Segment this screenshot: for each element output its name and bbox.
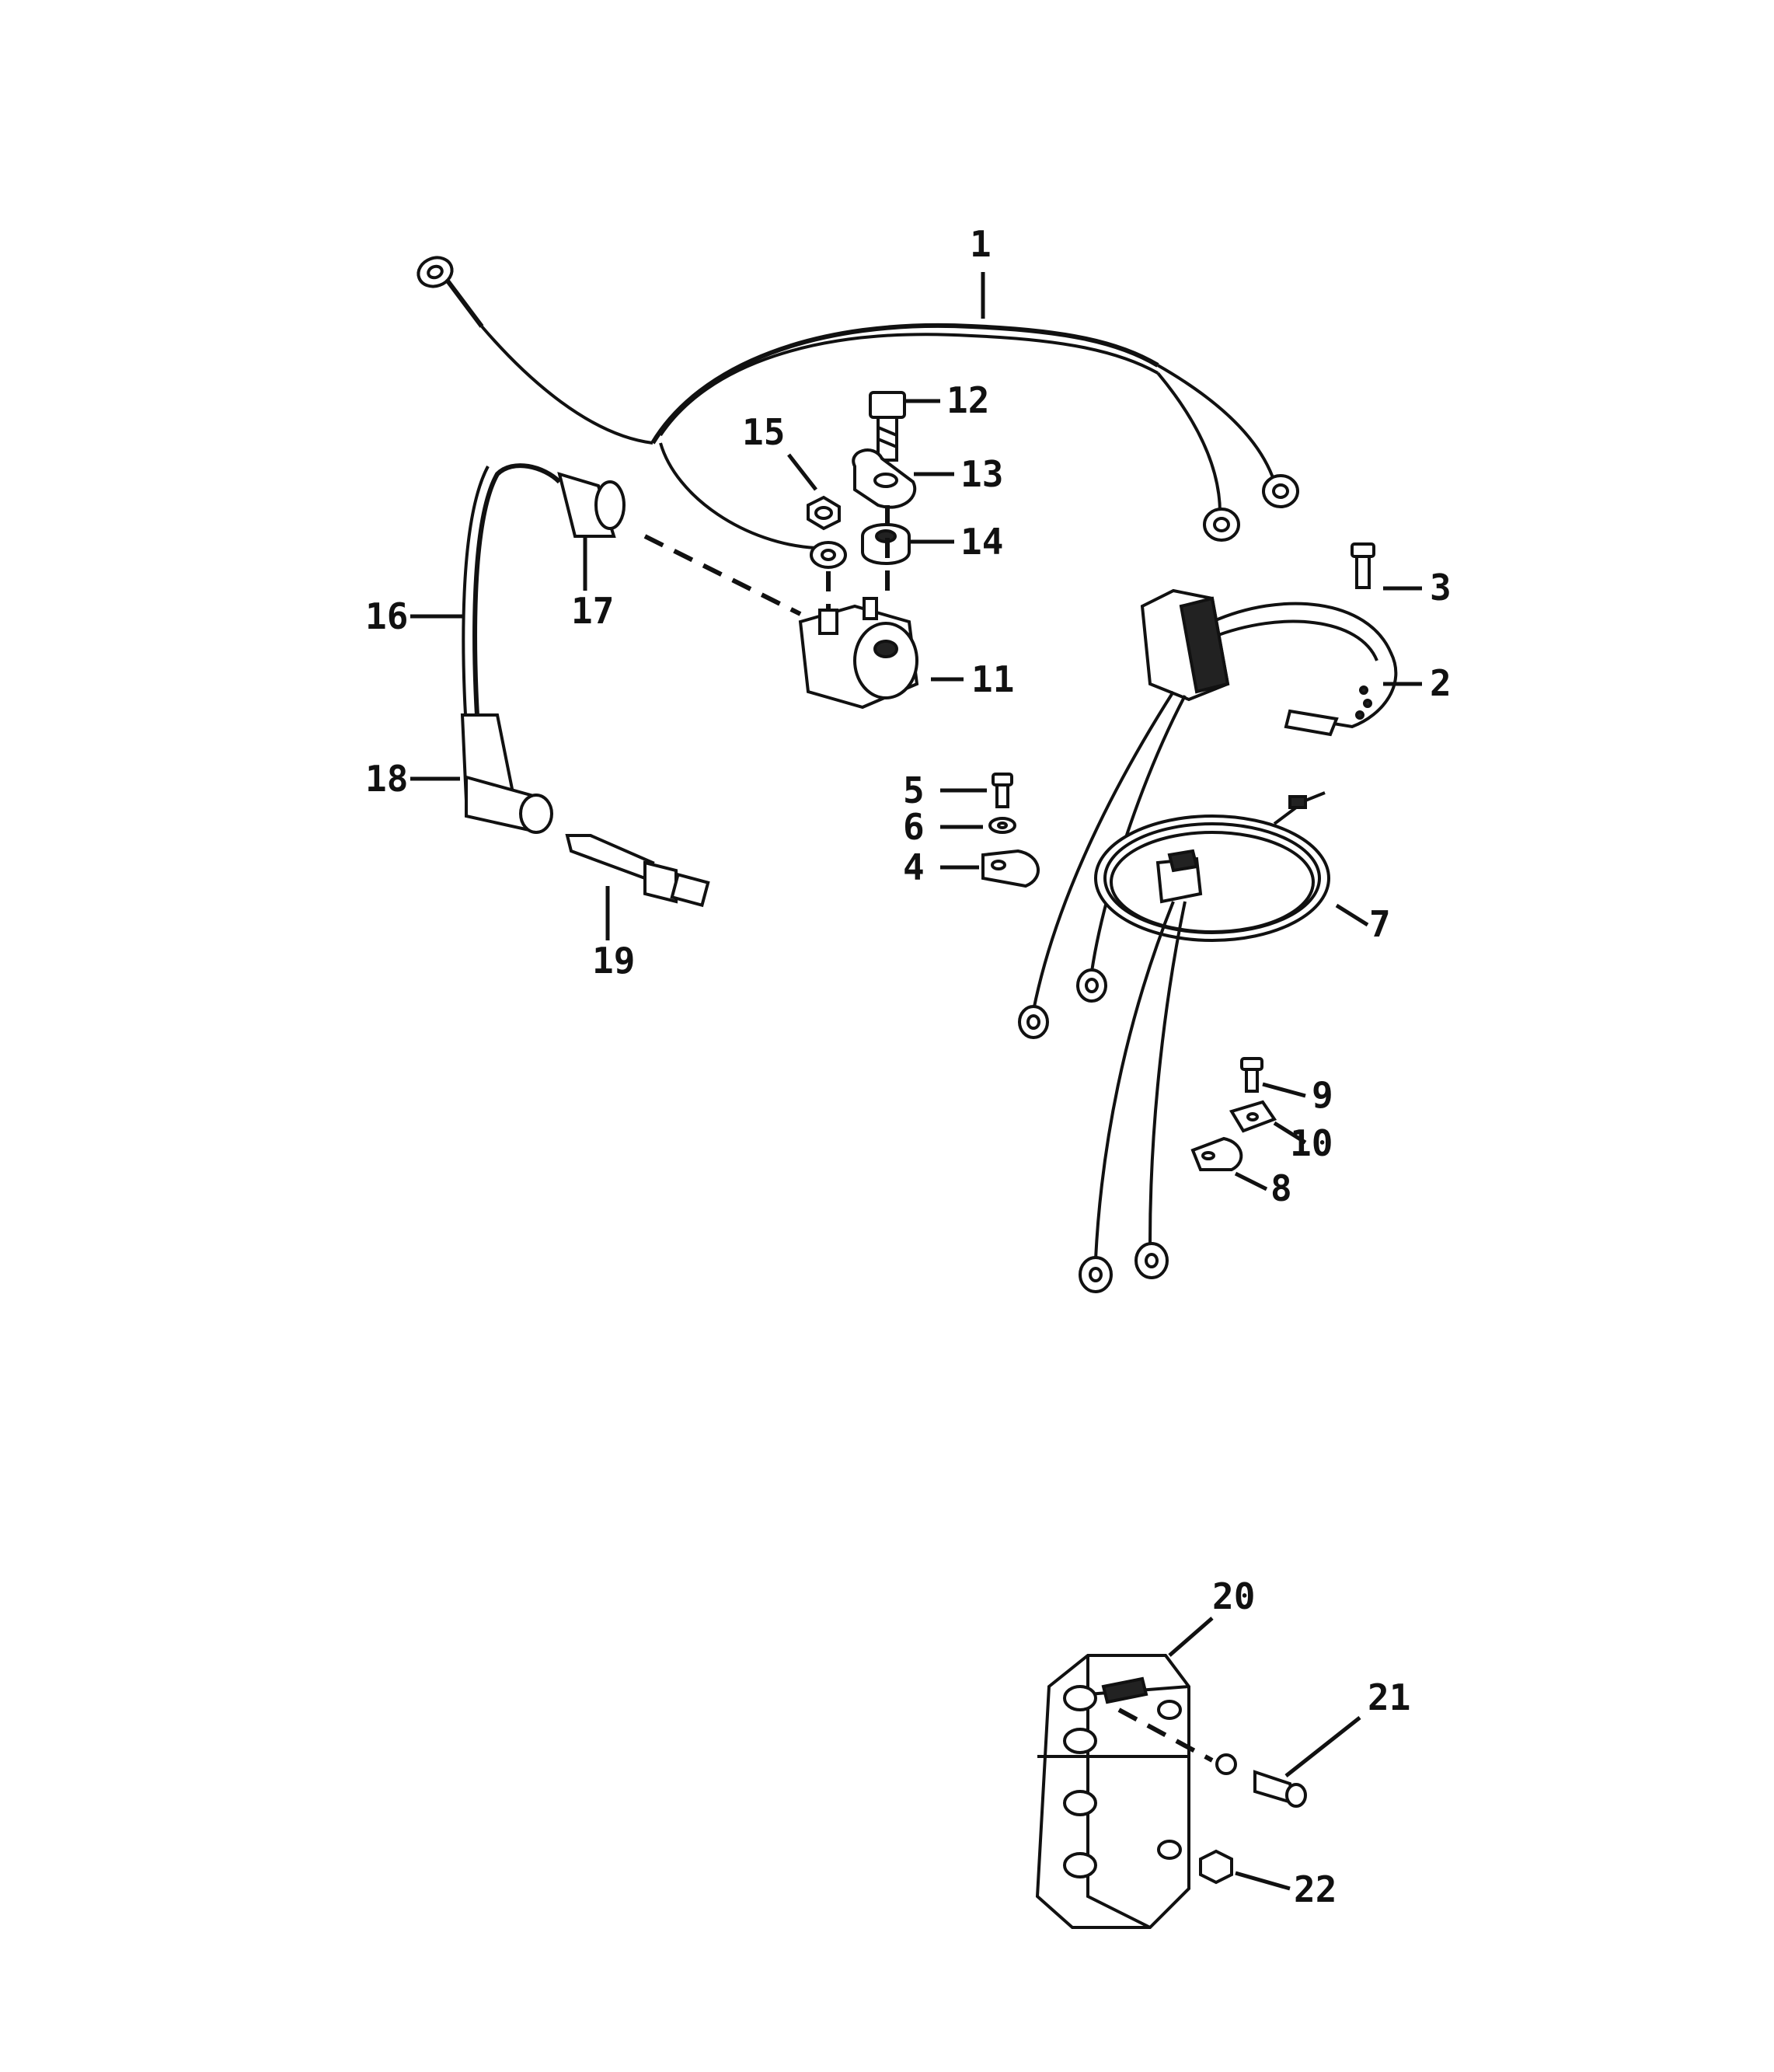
part-22-nut [1199, 1849, 1233, 1885]
callout-12: 12 [946, 379, 989, 421]
part-6-washer [988, 817, 1016, 834]
callout-10: 10 [1290, 1122, 1333, 1164]
callout-22: 22 [1294, 1868, 1337, 1910]
callout-16: 16 [365, 595, 408, 637]
callout-11: 11 [971, 658, 1014, 700]
part-17-coil-boot [557, 472, 626, 538]
callout-4: 4 [903, 846, 925, 888]
callout-21: 21 [1368, 1676, 1410, 1718]
callout-19: 19 [592, 940, 635, 982]
callout-2: 2 [1430, 662, 1452, 704]
part-20-switch-box [1035, 1654, 1190, 1929]
part-7-coil-assembly [1079, 791, 1330, 1293]
part-10-nut-plate [1229, 1100, 1277, 1133]
part-13-bracket [852, 448, 917, 509]
part-19-spark-plug [565, 834, 710, 908]
part-2-trigger-assembly [1018, 588, 1398, 1039]
callout-6: 6 [903, 806, 925, 848]
callout-1: 1 [970, 223, 992, 265]
part-12-bolt [869, 391, 906, 462]
part-11-ignition-coil [798, 597, 919, 710]
callout-leader-lines [410, 272, 1422, 1891]
callout-5: 5 [903, 769, 925, 811]
callout-13: 13 [960, 453, 1003, 495]
part-5-screw [992, 773, 1013, 808]
part-21-screw [1215, 1753, 1307, 1808]
callout-8: 8 [1270, 1167, 1292, 1209]
callout-20: 20 [1212, 1575, 1255, 1617]
callout-9: 9 [1312, 1074, 1333, 1116]
part-15-nut [807, 495, 841, 531]
callout-17: 17 [571, 590, 614, 632]
callout-7: 7 [1369, 903, 1391, 945]
callout-3: 3 [1430, 567, 1452, 609]
part-4-clamp [981, 849, 1040, 888]
assembly-guide-line [1117, 1707, 1214, 1763]
assembly-guide-line [643, 534, 802, 616]
part-3-screw [1351, 542, 1375, 589]
part-8-clamp [1190, 1136, 1243, 1171]
callout-18: 18 [365, 758, 408, 800]
part-9-screw [1240, 1057, 1263, 1093]
part-18-spark-plug-boot [460, 713, 553, 834]
callout-15: 15 [742, 411, 785, 453]
callout-14: 14 [960, 521, 1003, 563]
callout-numbers: 1 2 3 4 5 6 7 8 9 10 11 12 13 14 15 16 1… [365, 223, 1452, 1910]
part-1-wire-harness [416, 256, 1299, 569]
